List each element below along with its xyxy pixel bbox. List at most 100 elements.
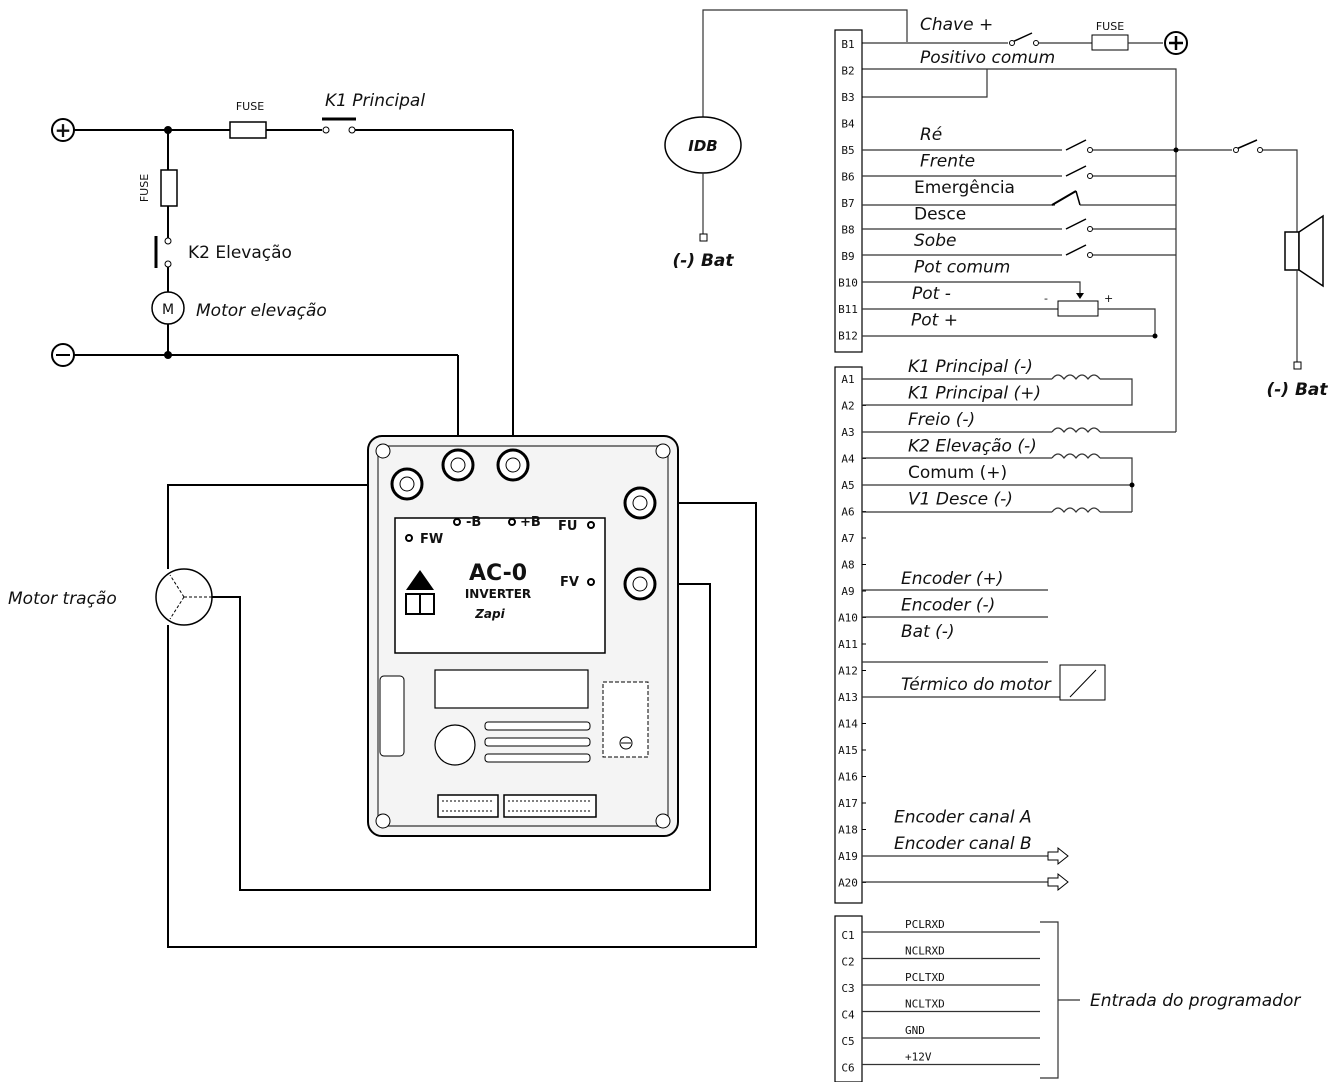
pin-a1: A1 xyxy=(841,373,854,386)
pin-b8: B8 xyxy=(841,224,854,237)
main-fuse-label: FUSE xyxy=(236,100,264,113)
k1-coil-icon xyxy=(1051,374,1101,380)
a-signal-label: Encoder canal B xyxy=(894,834,1032,854)
pin-c2: C2 xyxy=(841,956,854,969)
encoder-a-arrow-icon xyxy=(1047,846,1069,866)
idb-label: IDB xyxy=(688,137,717,155)
model-label: AC-0 xyxy=(469,561,527,586)
b-signal-label: Emergência xyxy=(914,178,1015,198)
c-signal-label: GND xyxy=(905,1024,925,1037)
pin-b5: B5 xyxy=(841,144,854,157)
c-signal-label: NCLTXD xyxy=(905,998,945,1011)
b-signal-label: Pot - xyxy=(912,284,951,304)
lift-fuse-label: FUSE xyxy=(138,174,151,202)
pin-a5: A5 xyxy=(841,479,854,492)
fu-label: FU xyxy=(558,519,577,534)
c-signal-label: PCLTXD xyxy=(905,971,945,984)
pin-c3: C3 xyxy=(841,982,854,995)
svg-text:+: + xyxy=(1104,292,1113,305)
b-signal-label: Pot + xyxy=(911,311,958,331)
pin-b2: B2 xyxy=(841,65,854,78)
sobe-switch xyxy=(1065,244,1087,256)
pin-b12: B12 xyxy=(838,330,858,343)
brand-label: Zapi xyxy=(474,607,505,621)
a-signal-label: K1 Principal (-) xyxy=(908,357,1033,377)
fv-label: FV xyxy=(560,575,579,590)
c-signal-label: +12V xyxy=(905,1051,932,1064)
pin-b1: B1 xyxy=(841,38,854,51)
pin-a12: A12 xyxy=(838,665,858,678)
pin-a16: A16 xyxy=(838,771,858,784)
pin-c1: C1 xyxy=(841,929,854,942)
pin-a13: A13 xyxy=(838,691,858,704)
pin-b3: B3 xyxy=(841,91,854,104)
pin-a7: A7 xyxy=(841,532,854,545)
a-signal-label: K2 Elevação (-) xyxy=(908,437,1037,457)
k2-coil-icon xyxy=(1051,453,1101,459)
pin-a6: A6 xyxy=(841,506,854,519)
pin-c6: C6 xyxy=(841,1062,854,1075)
connector-b-icon xyxy=(503,794,597,818)
b-signal-label: Sobe xyxy=(914,231,956,251)
chave-label: Chave + xyxy=(920,15,993,35)
main-fuse xyxy=(229,121,267,139)
terminal-v xyxy=(623,567,657,601)
pin-a2: A2 xyxy=(841,400,854,413)
b-signal-label: Ré xyxy=(920,125,942,145)
k2-elevacao-label: K2 Elevação xyxy=(188,243,292,263)
fw-label: FW xyxy=(420,532,443,547)
chave-fuse-label: FUSE xyxy=(1096,20,1124,33)
pin-a20: A20 xyxy=(838,877,858,890)
inverter-label: INVERTER xyxy=(465,587,531,601)
thermal-sensor-icon xyxy=(1059,664,1106,701)
motor-tracao-label: Motor tração xyxy=(8,589,117,609)
a-signal-label: Freio (-) xyxy=(908,410,975,430)
b-signal-label: Pot comum xyxy=(914,258,1010,278)
a-signal-label: Comum (+) xyxy=(908,463,1007,483)
connector-a: A1A2A3A4A5A6A7A8A9A10A11A12A13A14A15A16A… xyxy=(834,357,1176,904)
horn-icon xyxy=(1284,231,1300,271)
pin-c5: C5 xyxy=(841,1035,854,1048)
desce-switch xyxy=(1065,218,1087,230)
c-signal-label: NCLRXD xyxy=(905,945,945,958)
zapi-logo-icon xyxy=(406,570,434,590)
v1-coil-icon xyxy=(1051,507,1101,513)
a-signal-label: Encoder (-) xyxy=(901,596,995,616)
lift-fuse xyxy=(160,169,178,207)
pin-b11: B11 xyxy=(838,303,858,316)
left-power-circuit: + FUSE K1 Principal FUSE K2 Elevação M M… xyxy=(8,91,757,948)
pin-b4: B4 xyxy=(841,118,855,131)
b-signal-label: Desce xyxy=(914,205,966,225)
a-signal-label: Térmico do motor xyxy=(901,675,1052,695)
a-signal-label: V1 Desce (-) xyxy=(908,490,1013,510)
b-signal-label: Frente xyxy=(920,152,975,172)
pin-b10: B10 xyxy=(838,277,858,290)
neg-b-label: -B xyxy=(466,515,481,530)
pin-a3: A3 xyxy=(841,426,854,439)
programmer-bracket xyxy=(1040,921,1059,1079)
brake-coil-icon xyxy=(1051,427,1101,433)
chave-fuse xyxy=(1091,34,1129,51)
a-signal-label: Encoder canal A xyxy=(894,808,1032,828)
pin-a9: A9 xyxy=(841,585,854,598)
pin-b9: B9 xyxy=(841,250,854,263)
k1-principal-label: K1 Principal xyxy=(325,91,425,111)
programmer-label: Entrada do programador xyxy=(1090,991,1301,1011)
connector-a-icon xyxy=(437,794,499,818)
a-signal-label: K1 Principal (+) xyxy=(908,384,1041,404)
potentiometer-icon xyxy=(1057,300,1099,317)
pin-a17: A17 xyxy=(838,797,858,810)
pin-a4: A4 xyxy=(841,453,855,466)
pin-a15: A15 xyxy=(838,744,858,757)
positivo-comum-label: Positivo comum xyxy=(920,48,1055,68)
svg-text:-: - xyxy=(1044,292,1048,305)
pin-a14: A14 xyxy=(838,718,858,731)
motor-elevacao-label: Motor elevação xyxy=(196,301,327,321)
bat-right-label: (-) Bat xyxy=(1266,380,1328,400)
pos-b-label: +B xyxy=(520,515,541,530)
pin-a11: A11 xyxy=(838,638,858,651)
a-signal-label: Bat (-) xyxy=(901,622,955,642)
terminal-w xyxy=(390,467,424,501)
